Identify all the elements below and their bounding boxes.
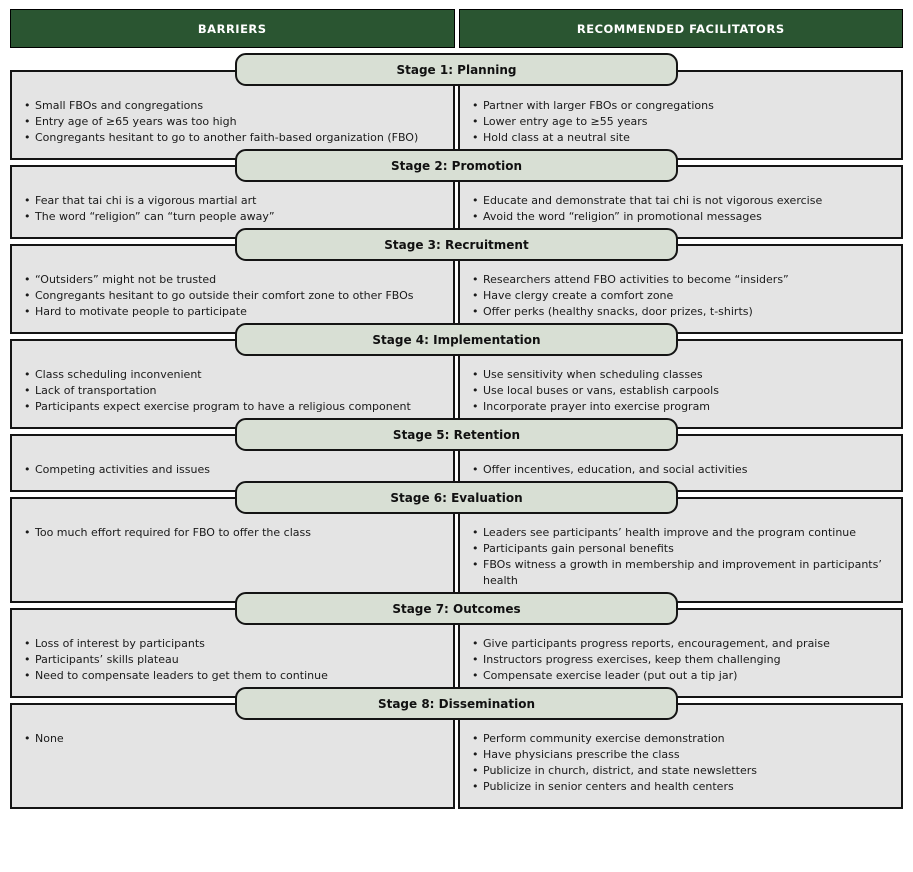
barriers-list: Small FBOs and congregationsEntry age of… xyxy=(21,98,443,146)
facilitators-cell: Perform community exercise demonstration… xyxy=(458,703,903,809)
barrier-item: Participants expect exercise program to … xyxy=(21,399,443,415)
facilitator-item: Lower entry age to ≥55 years xyxy=(469,114,891,130)
facilitator-item: FBOs witness a growth in membership and … xyxy=(469,557,891,589)
column-headers: BARRIERS RECOMMENDED FACILITATORS xyxy=(10,9,903,48)
facilitator-item: Use sensitivity when scheduling classes xyxy=(469,367,891,383)
barrier-item: Lack of transportation xyxy=(21,383,443,399)
facilitator-item: Perform community exercise demonstration xyxy=(469,731,891,747)
barrier-item: Fear that tai chi is a vigorous martial … xyxy=(21,193,443,209)
stages-container: Stage 1: Planning Small FBOs and congreg… xyxy=(10,53,903,809)
stage-title: Stage 2: Promotion xyxy=(390,158,523,173)
stage-content-row: None Perform community exercise demonstr… xyxy=(10,703,903,809)
stage-section: Stage 2: Promotion Fear that tai chi is … xyxy=(10,149,903,239)
facilitator-item: Participants gain personal benefits xyxy=(469,541,891,557)
stage-content-row: Too much effort required for FBO to offe… xyxy=(10,497,903,603)
barrier-item: Competing activities and issues xyxy=(21,462,443,478)
facilitator-item: Give participants progress reports, enco… xyxy=(469,636,891,652)
facilitator-item: Publicize in senior centers and health c… xyxy=(469,779,891,795)
facilitator-item: Have physicians prescribe the class xyxy=(469,747,891,763)
facilitators-cell: Give participants progress reports, enco… xyxy=(458,608,903,698)
stage-section: Stage 6: Evaluation Too much effort requ… xyxy=(10,481,903,603)
facilitator-item: Instructors progress exercises, keep the… xyxy=(469,652,891,668)
barrier-item: Participants’ skills plateau xyxy=(21,652,443,668)
barrier-item: Small FBOs and congregations xyxy=(21,98,443,114)
facilitator-item: Publicize in church, district, and state… xyxy=(469,763,891,779)
facilitators-cell: Leaders see participants’ health improve… xyxy=(458,497,903,603)
barriers-cell: None xyxy=(10,703,455,809)
barrier-item: Entry age of ≥65 years was too high xyxy=(21,114,443,130)
barriers-list: Fear that tai chi is a vigorous martial … xyxy=(21,193,443,225)
barriers-cell: Too much effort required for FBO to offe… xyxy=(10,497,455,603)
column-header-barriers: BARRIERS xyxy=(10,9,455,48)
stage-label-box: Stage 6: Evaluation xyxy=(235,481,678,514)
stage-section: Stage 1: Planning Small FBOs and congreg… xyxy=(10,53,903,160)
facilitators-list: Researchers attend FBO activities to bec… xyxy=(469,272,891,320)
facilitators-list: Offer incentives, education, and social … xyxy=(469,462,891,478)
stage-title: Stage 3: Recruitment xyxy=(384,237,529,252)
facilitator-item: Use local buses or vans, establish carpo… xyxy=(469,383,891,399)
stage-label-box: Stage 5: Retention xyxy=(235,418,678,451)
barriers-list: “Outsiders” might not be trustedCongrega… xyxy=(21,272,443,320)
facilitators-list: Educate and demonstrate that tai chi is … xyxy=(469,193,891,225)
facilitators-cell: Partner with larger FBOs or congregation… xyxy=(458,70,903,160)
barrier-item: Too much effort required for FBO to offe… xyxy=(21,525,443,541)
facilitator-item: Incorporate prayer into exercise program xyxy=(469,399,891,415)
barriers-list: Class scheduling inconvenientLack of tra… xyxy=(21,367,443,415)
stage-title: Stage 6: Evaluation xyxy=(390,490,523,505)
barrier-item: Hard to motivate people to participate xyxy=(21,304,443,320)
facilitators-list: Perform community exercise demonstration… xyxy=(469,731,891,795)
stage-section: Stage 3: Recruitment “Outsiders” might n… xyxy=(10,228,903,334)
stage-section: Stage 8: Dissemination None Perform comm… xyxy=(10,687,903,809)
barrier-item: Need to compensate leaders to get them t… xyxy=(21,668,443,684)
barriers-list: Loss of interest by participantsParticip… xyxy=(21,636,443,684)
stage-title: Stage 7: Outcomes xyxy=(392,601,521,616)
facilitators-list: Partner with larger FBOs or congregation… xyxy=(469,98,891,146)
facilitators-list: Use sensitivity when scheduling classesU… xyxy=(469,367,891,415)
stage-title: Stage 5: Retention xyxy=(392,427,521,442)
stage-section: Stage 7: Outcomes Loss of interest by pa… xyxy=(10,592,903,698)
barrier-item: Class scheduling inconvenient xyxy=(21,367,443,383)
barrier-item: Loss of interest by participants xyxy=(21,636,443,652)
stage-title: Stage 8: Dissemination xyxy=(377,696,536,711)
barrier-item: Congregants hesitant to go to another fa… xyxy=(21,130,443,146)
stage-content-row: Loss of interest by participantsParticip… xyxy=(10,608,903,698)
facilitators-list: Leaders see participants’ health improve… xyxy=(469,525,891,589)
stage-label-box: Stage 2: Promotion xyxy=(235,149,678,182)
stage-title: Stage 4: Implementation xyxy=(372,332,541,347)
barrier-item: None xyxy=(21,731,443,747)
barrier-item: The word “religion” can “turn people awa… xyxy=(21,209,443,225)
facilitator-item: Hold class at a neutral site xyxy=(469,130,891,146)
facilitator-item: Partner with larger FBOs or congregation… xyxy=(469,98,891,114)
facilitator-item: Have clergy create a comfort zone xyxy=(469,288,891,304)
barriers-cell: Loss of interest by participantsParticip… xyxy=(10,608,455,698)
stage-label-box: Stage 3: Recruitment xyxy=(235,228,678,261)
stage-label-box: Stage 1: Planning xyxy=(235,53,678,86)
stage-title: Stage 1: Planning xyxy=(396,62,517,77)
stage-label-box: Stage 8: Dissemination xyxy=(235,687,678,720)
barrier-item: Congregants hesitant to go outside their… xyxy=(21,288,443,304)
facilitator-item: Educate and demonstrate that tai chi is … xyxy=(469,193,891,209)
barriers-list: Competing activities and issues xyxy=(21,462,443,478)
facilitator-item: Compensate exercise leader (put out a ti… xyxy=(469,668,891,684)
stage-label-box: Stage 4: Implementation xyxy=(235,323,678,356)
facilitator-item: Offer perks (healthy snacks, door prizes… xyxy=(469,304,891,320)
barrier-item: “Outsiders” might not be trusted xyxy=(21,272,443,288)
barriers-list: Too much effort required for FBO to offe… xyxy=(21,525,443,541)
stage-label-box: Stage 7: Outcomes xyxy=(235,592,678,625)
facilitator-item: Leaders see participants’ health improve… xyxy=(469,525,891,541)
column-header-recommended-facilitators: RECOMMENDED FACILITATORS xyxy=(458,9,903,48)
barriers-list: None xyxy=(21,731,443,747)
stage-section: Stage 4: Implementation Class scheduling… xyxy=(10,323,903,429)
facilitator-item: Researchers attend FBO activities to bec… xyxy=(469,272,891,288)
facilitator-item: Offer incentives, education, and social … xyxy=(469,462,891,478)
facilitators-list: Give participants progress reports, enco… xyxy=(469,636,891,684)
facilitator-item: Avoid the word “religion” in promotional… xyxy=(469,209,891,225)
